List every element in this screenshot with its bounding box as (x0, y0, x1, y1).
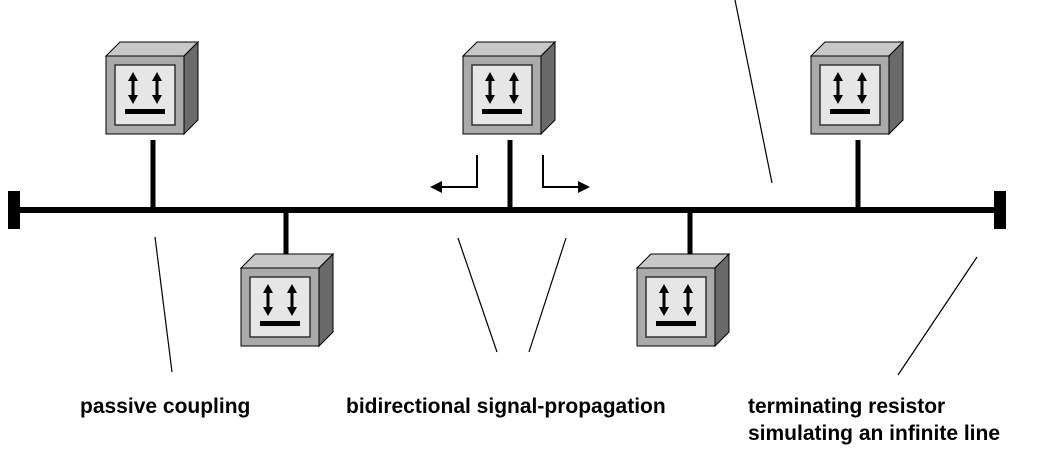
terminating-resistor-label: terminating resistor (748, 395, 946, 418)
right-propagation-arrow (542, 155, 578, 188)
right-terminator (994, 191, 1006, 229)
bidirectional-propagation-label: bidirectional signal-propagation (346, 395, 666, 418)
left-terminator (8, 191, 20, 229)
callout-terminator (897, 256, 978, 376)
station-2 (461, 40, 557, 136)
station-3 (809, 40, 905, 136)
callout-passive-coupling (154, 236, 173, 373)
left-propagation-arrow (440, 155, 478, 188)
station-5 (635, 252, 731, 348)
station-4 (239, 252, 335, 348)
callout-top-right (734, 0, 773, 184)
station-1 (104, 40, 200, 136)
infinite-line-label: simulating an infinite line (748, 422, 1001, 445)
callout-bidir-left (457, 237, 498, 353)
passive-coupling-label: passive coupling (80, 395, 251, 418)
callout-bidir-right (528, 237, 567, 353)
